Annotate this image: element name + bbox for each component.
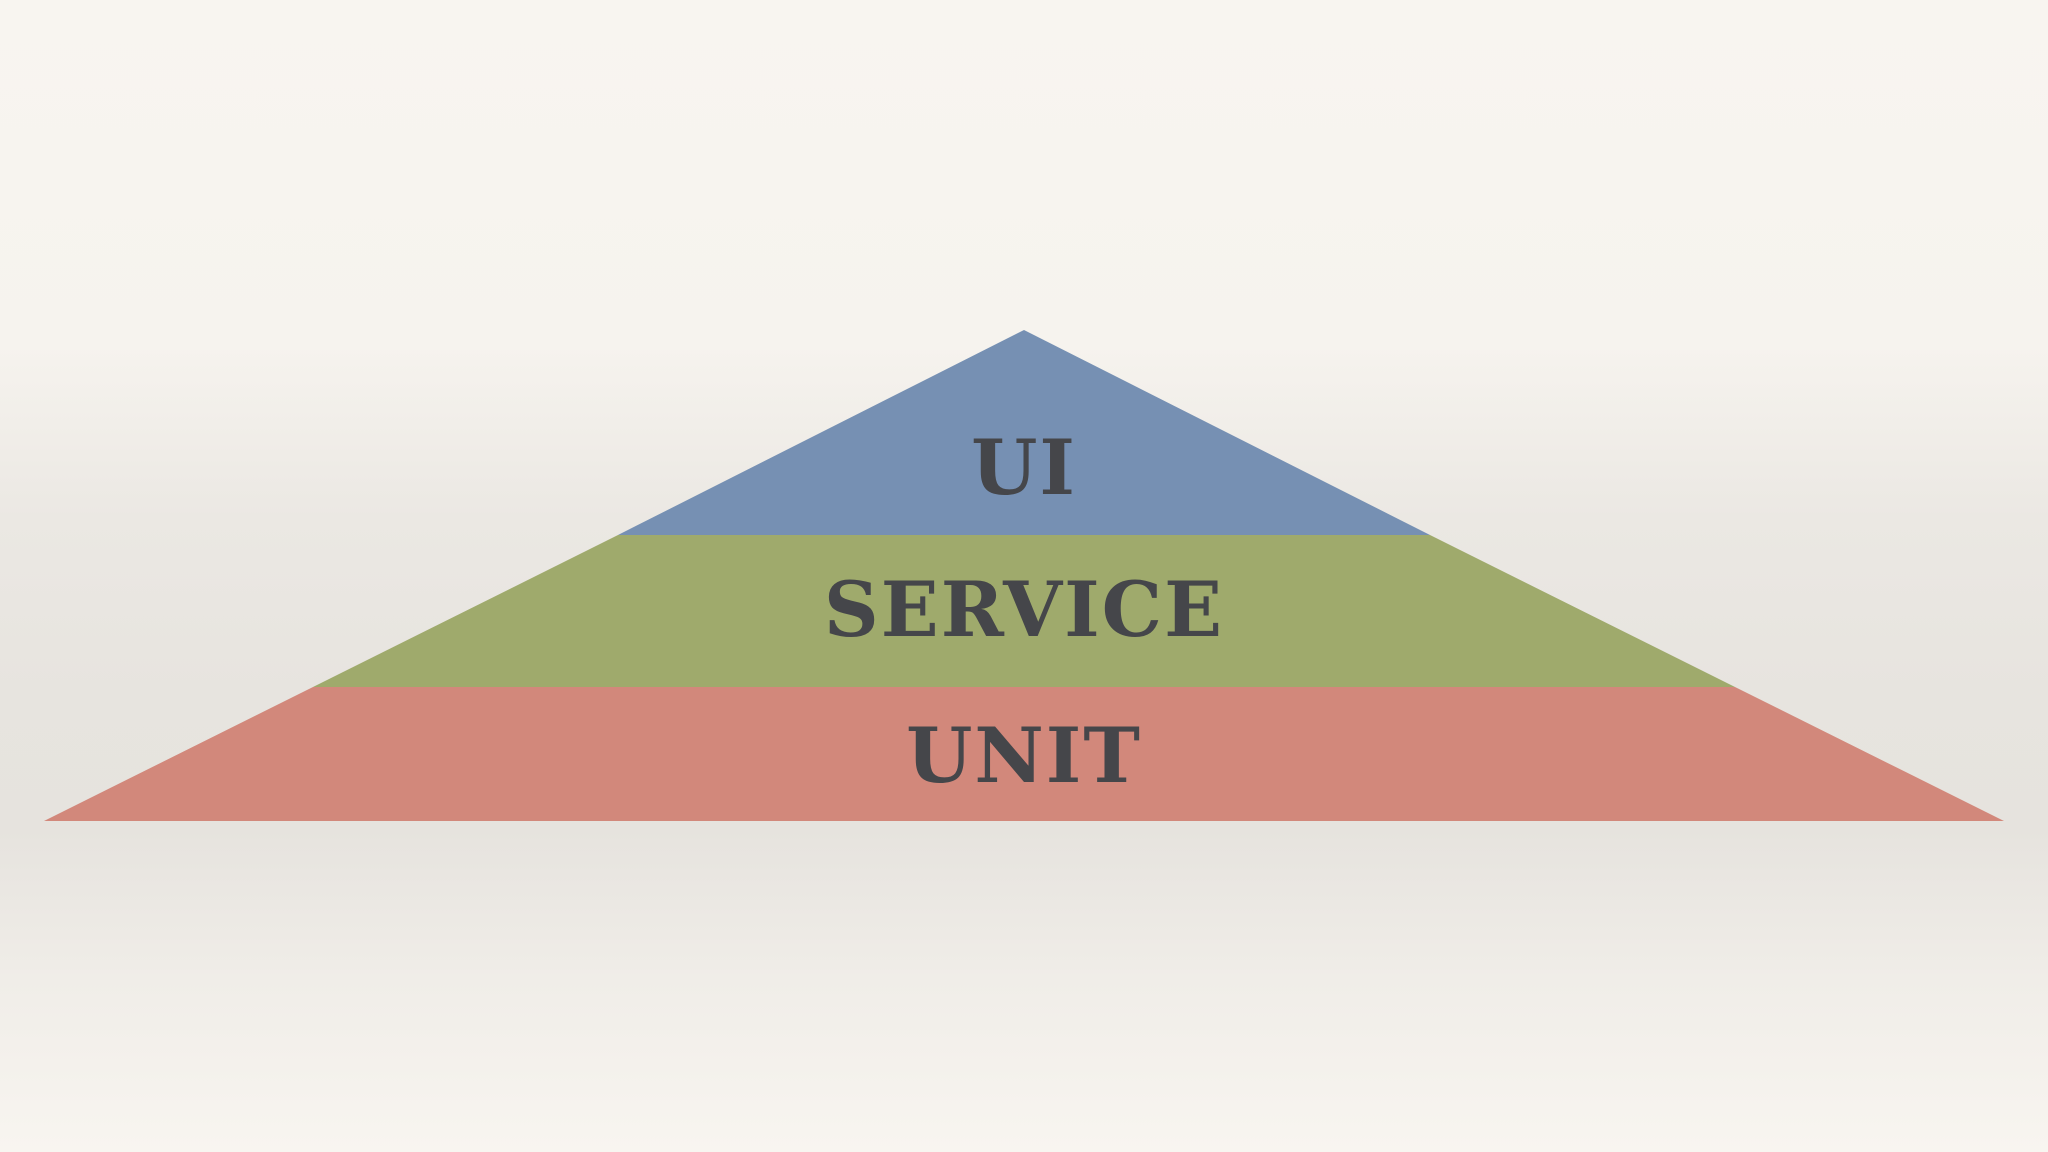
layer-label-service: SERVICE: [823, 565, 1225, 654]
pyramid-layer-ui: [618, 330, 1430, 535]
pyramid-layer-unit: [44, 687, 2004, 821]
pyramid-layer-service: [313, 535, 1735, 687]
layer-label-ui: UI: [971, 423, 1077, 512]
layer-label-unit: UNIT: [906, 711, 1142, 800]
